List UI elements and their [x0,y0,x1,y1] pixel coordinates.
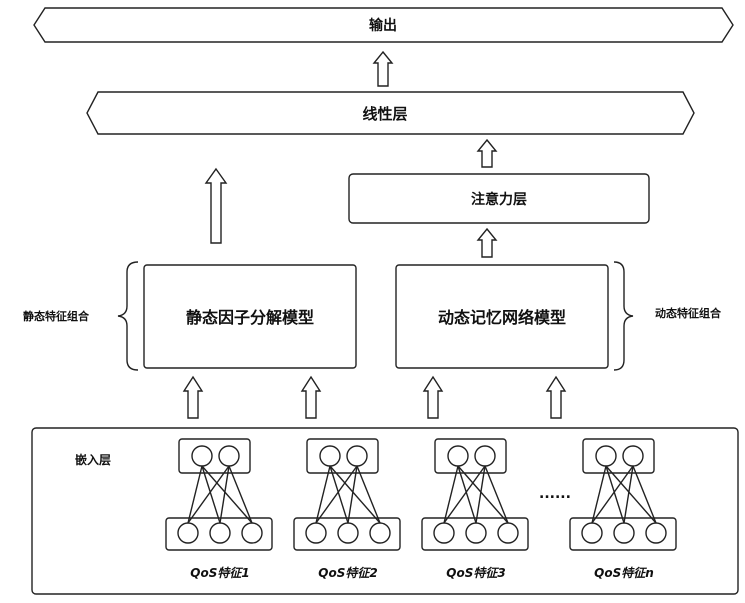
arrow-linear-to-output [374,52,392,86]
static-combo-label: 静态特征组合 [23,309,90,323]
arrow-embed-to-static-2 [302,377,320,418]
attention-layer: 注意力层 [349,174,649,223]
arrow-attention-to-linear [478,140,496,167]
dynamic-model-label: 动态记忆网络模型 [438,308,566,327]
embedding-node [219,446,239,466]
input-node [466,523,486,543]
input-node [242,523,262,543]
feature-label: QoS特征n [594,566,654,580]
embedding-label: 嵌入层 [75,452,111,467]
static-model: 静态因子分解模型 [144,265,356,368]
linear-layer: 线性层 [87,92,694,134]
input-node [582,523,602,543]
input-node [306,523,326,543]
feature-label: QoS特征3 [446,566,505,580]
linear-label: 线性层 [362,105,407,123]
input-node [498,523,518,543]
input-node [614,523,634,543]
input-node [178,523,198,543]
static-model-label: 静态因子分解模型 [186,308,314,327]
arrow-embed-to-dynamic-2 [547,377,565,418]
input-node [434,523,454,543]
dynamic-brace [614,262,633,370]
arrow-embed-to-static-1 [184,377,202,418]
output-label: 输出 [369,17,397,34]
input-node [338,523,358,543]
feature-label: QoS特征2 [318,566,377,580]
embedding-node [320,446,340,466]
input-node [370,523,390,543]
attention-label: 注意力层 [471,191,527,208]
output-layer: 输出 [34,8,733,42]
dynamic-model: 动态记忆网络模型 [396,265,608,368]
embedding-node [475,446,495,466]
embedding-node [448,446,468,466]
input-node [646,523,666,543]
input-node [210,523,230,543]
embedding-node [623,446,643,466]
embedding-node [192,446,212,466]
arrow-dynamic-to-attention [478,229,496,257]
embedding-node [596,446,616,466]
embedding-node [347,446,367,466]
arrow-static-to-linear [206,169,226,243]
static-brace [118,262,138,370]
dynamic-combo-label: 动态特征组合 [655,306,722,320]
arrow-embed-to-dynamic-1 [424,377,442,418]
feature-label: QoS特征1 [190,566,249,580]
ellipsis: ...... [539,486,571,502]
